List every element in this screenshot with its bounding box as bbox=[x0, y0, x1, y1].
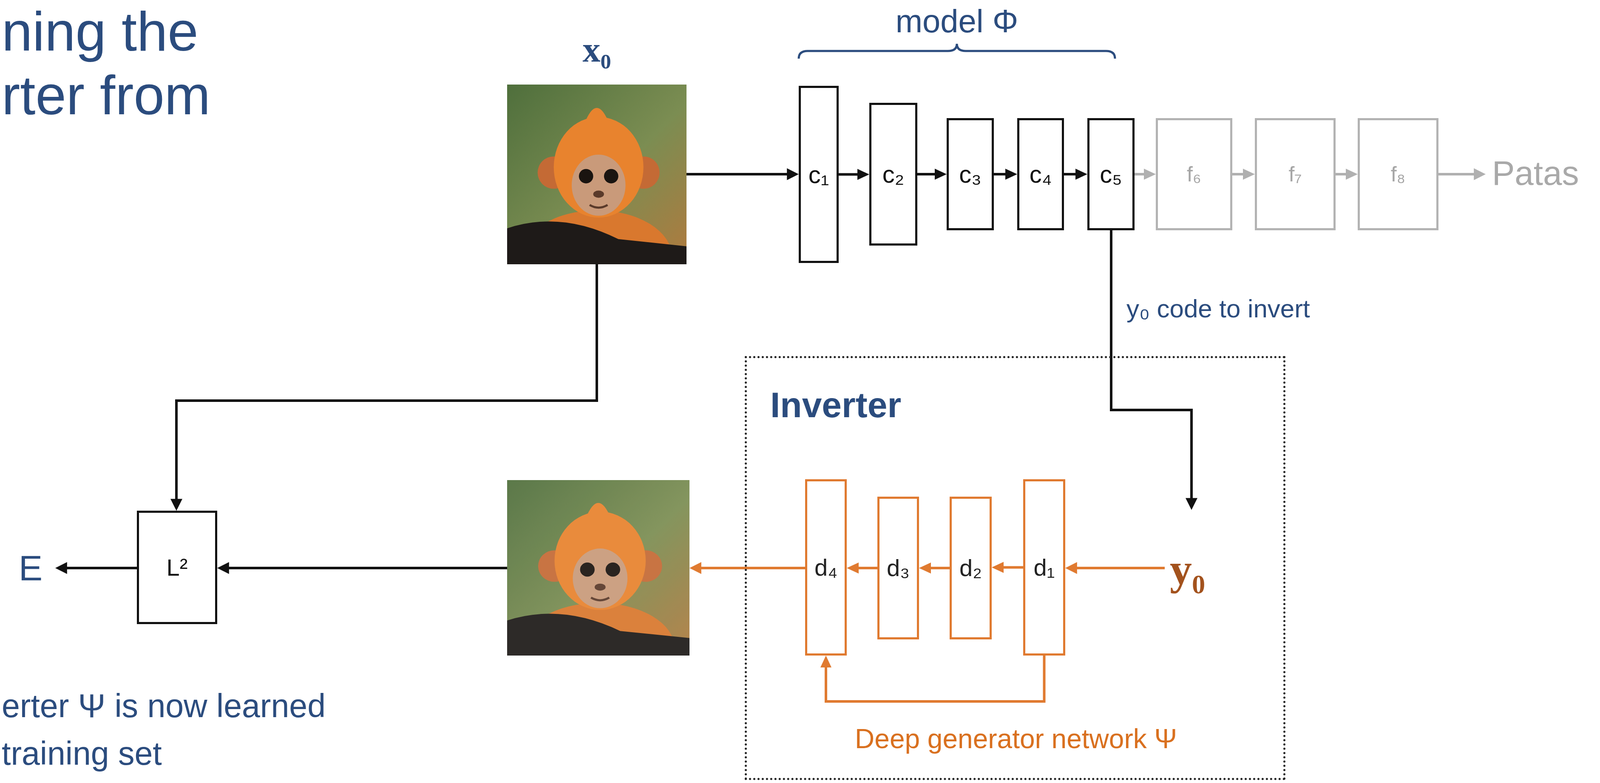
reconstruction-arrow bbox=[221, 567, 508, 570]
connector-arrow bbox=[917, 168, 947, 180]
connector-arrow bbox=[993, 168, 1018, 180]
connector-arrow bbox=[991, 562, 1024, 574]
conv-layer-box: c₂ bbox=[869, 102, 918, 246]
output-arrow bbox=[1438, 173, 1481, 176]
class-label: Patas bbox=[1492, 153, 1580, 193]
decoder-layer-box: d₁ bbox=[1023, 479, 1066, 656]
conv-layer-box: c₅ bbox=[1087, 118, 1135, 231]
conv-layer-box: c₃ bbox=[946, 118, 994, 231]
code-input-arrow bbox=[1069, 567, 1165, 570]
arrow-head bbox=[1345, 168, 1358, 180]
arrow-head bbox=[857, 169, 870, 181]
slide-title: ning the rter from bbox=[1, 0, 291, 128]
connector-arrow bbox=[820, 655, 1045, 702]
loss-box: L² bbox=[136, 510, 218, 625]
layer-name: c₅ bbox=[1099, 159, 1122, 190]
layer-name: c₃ bbox=[958, 159, 982, 190]
model-bracket bbox=[798, 43, 1115, 59]
layer-name: f₇ bbox=[1288, 161, 1302, 188]
connector-arrow bbox=[1134, 168, 1156, 180]
connector-arrow bbox=[1232, 168, 1255, 180]
arrow-head bbox=[919, 562, 931, 574]
connector-arrow bbox=[919, 562, 950, 574]
arrow-head bbox=[1143, 168, 1156, 180]
error-arrow bbox=[59, 567, 137, 570]
arrow-head bbox=[846, 562, 859, 574]
decoder-layer-box: d₂ bbox=[949, 496, 992, 640]
target-arrow bbox=[176, 264, 597, 507]
arrow-head bbox=[1075, 168, 1088, 180]
layer-name: f₆ bbox=[1186, 161, 1202, 188]
connector-arrow bbox=[846, 562, 878, 574]
layer-name: L² bbox=[166, 553, 188, 582]
layer-name: d₂ bbox=[959, 553, 982, 583]
fc-layer-box: f₇ bbox=[1254, 118, 1336, 231]
connector-line bbox=[825, 655, 1045, 702]
region-heading: Inverter bbox=[770, 383, 902, 427]
connector-arrow bbox=[1063, 168, 1088, 180]
monkey-photo bbox=[507, 480, 690, 695]
code-arrow bbox=[1111, 230, 1192, 506]
bracket-label: model Φ bbox=[829, 2, 1085, 40]
network-name: Deep generator network Ψ bbox=[760, 723, 1271, 756]
arrow-head bbox=[1005, 168, 1018, 180]
connector-arrow bbox=[1335, 168, 1358, 180]
decoder-layer-box: d₃ bbox=[877, 496, 920, 640]
arrow-head bbox=[934, 168, 947, 180]
layer-name: c₄ bbox=[1029, 159, 1053, 190]
arrow-head bbox=[820, 655, 832, 668]
fc-layer-box: f₈ bbox=[1357, 118, 1439, 231]
layer-name: f₈ bbox=[1390, 161, 1406, 188]
variable-label: x₀ bbox=[533, 29, 661, 71]
arrow-head bbox=[1242, 168, 1255, 180]
conv-layer-box: c₁ bbox=[798, 85, 839, 264]
generator-output-arrow bbox=[694, 567, 806, 570]
layer-name: d₁ bbox=[1033, 553, 1055, 582]
fc-layer-box: f₆ bbox=[1155, 118, 1233, 231]
arrow-head bbox=[991, 562, 1004, 574]
annotation: y₀ code to invert bbox=[1126, 294, 1311, 324]
input-arrow bbox=[686, 173, 795, 176]
layer-name: d₄ bbox=[814, 553, 838, 582]
caption-text: erter Ψ is now learned training set bbox=[1, 682, 410, 778]
layer-name: c₁ bbox=[808, 159, 830, 190]
layer-name: d₃ bbox=[886, 553, 910, 583]
error-label: E bbox=[18, 547, 43, 590]
conv-layer-box: c₄ bbox=[1017, 118, 1064, 231]
layer-name: c₂ bbox=[882, 159, 905, 190]
connector-arrow bbox=[838, 169, 870, 181]
code-symbol: y₀ bbox=[1169, 544, 1206, 596]
reconstructed-image bbox=[507, 480, 690, 695]
decoder-layer-box: d₄ bbox=[805, 479, 847, 656]
